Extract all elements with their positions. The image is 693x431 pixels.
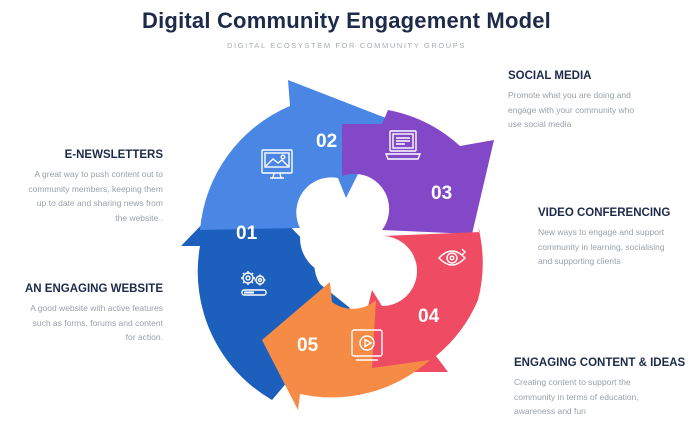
segment-03: [342, 110, 494, 234]
segment-05: [262, 282, 430, 410]
label-description: Creating content to support the communit…: [514, 377, 639, 416]
segment-number: 04: [418, 306, 440, 327]
label-description: New ways to engage and support community…: [538, 227, 665, 266]
label-description: A good website with active features such…: [30, 303, 163, 342]
diagram-subtitle: DIGITAL ECOSYSTEM FOR COMMUNITY GROUPS: [226, 41, 466, 50]
video-play-icon: [351, 329, 383, 361]
gears-icon: [241, 271, 267, 296]
label-social-media: SOCIAL MEDIA Promote what you are doing …: [508, 70, 688, 132]
segment-number: 01: [236, 223, 258, 244]
label-description: Promote what you are doing and engage wi…: [508, 90, 635, 129]
label-e-newsletters: E-NEWSLETTERS A great way to push conten…: [0, 149, 163, 225]
label-title: E-NEWSLETTERS: [64, 149, 163, 161]
diagram-title: Digital Community Engagement Model: [142, 8, 551, 33]
eye-icon: [438, 248, 466, 266]
label-engaging-content: ENGAGING CONTENT & IDEAS Creating conten…: [514, 357, 692, 419]
laptop-icon: [384, 130, 422, 160]
label-title: AN ENGAGING WEBSITE: [24, 283, 163, 295]
segment-number: 05: [297, 335, 319, 356]
label-video-conferencing: VIDEO CONFERENCING New ways to engage an…: [538, 207, 693, 269]
segment-number: 02: [316, 131, 337, 152]
label-description: A great way to push content out to commu…: [28, 169, 163, 223]
label-title: ENGAGING CONTENT & IDEAS: [514, 357, 686, 369]
image-monitor-icon: [261, 149, 293, 179]
label-engaging-website: AN ENGAGING WEBSITE A good website with …: [0, 283, 163, 345]
segment-number: 03: [431, 183, 452, 204]
label-title: SOCIAL MEDIA: [508, 70, 592, 82]
center-hole: [300, 200, 376, 276]
segment-02: [200, 80, 386, 230]
label-title: VIDEO CONFERENCING: [538, 207, 671, 219]
